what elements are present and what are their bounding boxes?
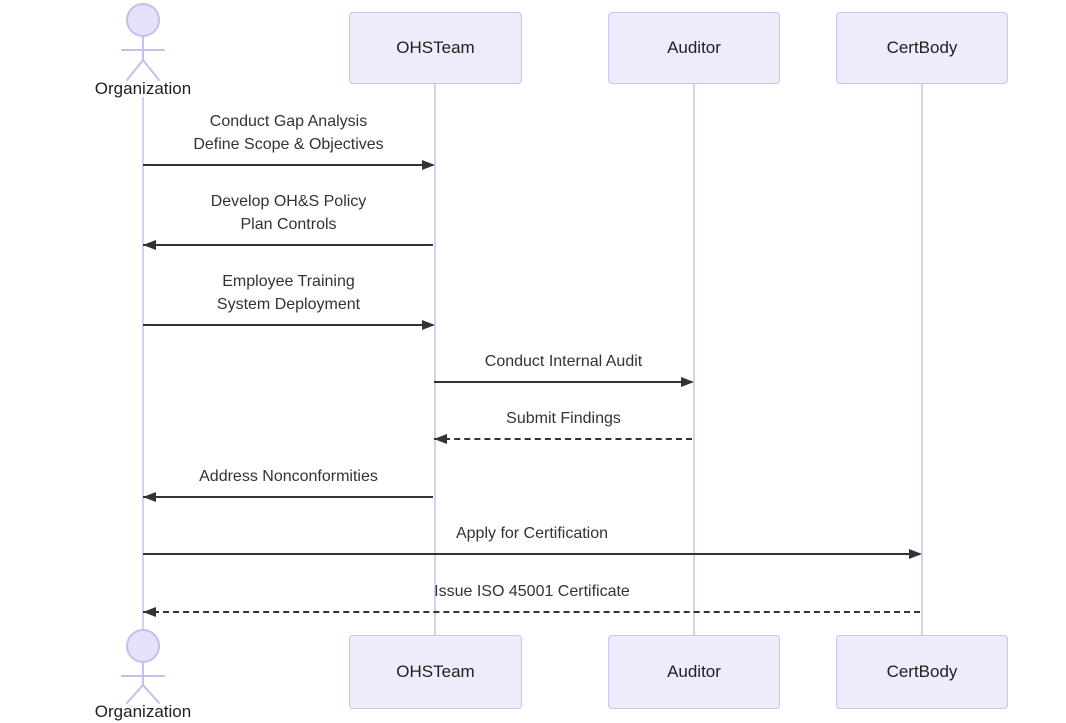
arrowhead-right-icon [422, 320, 435, 330]
arrow-line [143, 244, 433, 246]
participant-certbody-bottom: CertBody [836, 635, 1008, 709]
actor-label-organization-top: Organization [94, 79, 192, 98]
lifeline-auditor [693, 84, 695, 635]
message-label-3: Employee Training System Deployment [143, 270, 434, 316]
message-text: Develop OH&S Policy [210, 193, 367, 210]
arrowhead-left-icon [143, 607, 156, 617]
message-label-2: Develop OH&S Policy Plan Controls [143, 190, 434, 236]
message-text: Address Nonconformities [199, 468, 378, 485]
message-label-8: Issue ISO 45001 Certificate [143, 580, 921, 603]
message-label-5: Submit Findings [434, 407, 693, 430]
lifeline-ohsteam [434, 84, 436, 635]
participant-ohsteam-top: OHSTeam [349, 12, 522, 84]
lifeline-organization [142, 97, 144, 631]
message-text: Plan Controls [240, 216, 337, 233]
participant-auditor-bottom: Auditor [608, 635, 780, 709]
actor-head [126, 3, 160, 37]
message-text: Define Scope & Objectives [193, 136, 384, 153]
message-text: Submit Findings [506, 410, 621, 427]
arrowhead-right-icon [909, 549, 922, 559]
actor-figure-organization-top [121, 3, 165, 81]
message-text: Conduct Gap Analysis [209, 113, 368, 130]
message-text: Conduct Internal Audit [484, 353, 643, 370]
lifeline-certbody [921, 84, 923, 635]
message-label-7: Apply for Certification [143, 522, 921, 545]
actor-head [126, 629, 160, 663]
actor-label-organization-bottom: Organization [94, 702, 192, 721]
message-label-1: Conduct Gap Analysis Define Scope & Obje… [143, 110, 434, 156]
arrow-line-dashed [143, 611, 920, 613]
participant-ohsteam-bottom: OHSTeam [349, 635, 522, 709]
message-arrow-5 [434, 434, 694, 445]
arrowhead-right-icon [681, 377, 694, 387]
message-arrow-2 [143, 240, 435, 251]
arrow-line [143, 496, 433, 498]
arrow-line [434, 381, 692, 383]
arrow-line [143, 553, 920, 555]
message-arrow-8 [143, 607, 922, 618]
message-text: Apply for Certification [455, 525, 609, 542]
message-label-4: Conduct Internal Audit [434, 350, 693, 373]
arrowhead-left-icon [434, 434, 447, 444]
message-text: System Deployment [216, 296, 361, 313]
arrowhead-left-icon [143, 492, 156, 502]
message-arrow-3 [143, 320, 435, 331]
message-arrow-7 [143, 549, 922, 560]
message-text: Employee Training [222, 273, 355, 290]
message-label-6: Address Nonconformities [143, 465, 434, 488]
actor-figure-organization-bottom [121, 629, 165, 704]
participant-certbody-top: CertBody [836, 12, 1008, 84]
message-arrow-6 [143, 492, 435, 503]
message-text: Issue ISO 45001 Certificate [434, 583, 630, 600]
arrow-line-dashed [434, 438, 692, 440]
arrowhead-left-icon [143, 240, 156, 250]
message-arrow-1 [143, 160, 435, 171]
message-arrow-4 [434, 377, 694, 388]
arrow-line [143, 164, 433, 166]
arrow-line [143, 324, 433, 326]
arrowhead-right-icon [422, 160, 435, 170]
participant-auditor-top: Auditor [608, 12, 780, 84]
